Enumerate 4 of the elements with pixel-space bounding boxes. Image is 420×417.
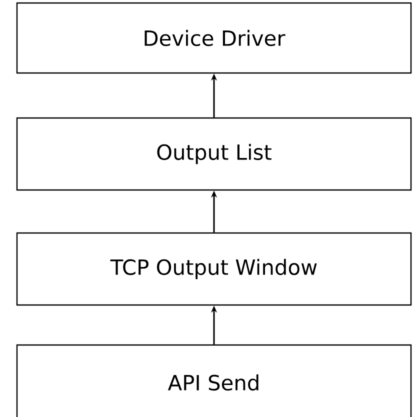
process-box: API Send	[16, 344, 412, 417]
process-box: Device Driver	[16, 2, 412, 74]
process-box: TCP Output Window	[16, 232, 412, 306]
process-box: Output List	[16, 117, 412, 191]
